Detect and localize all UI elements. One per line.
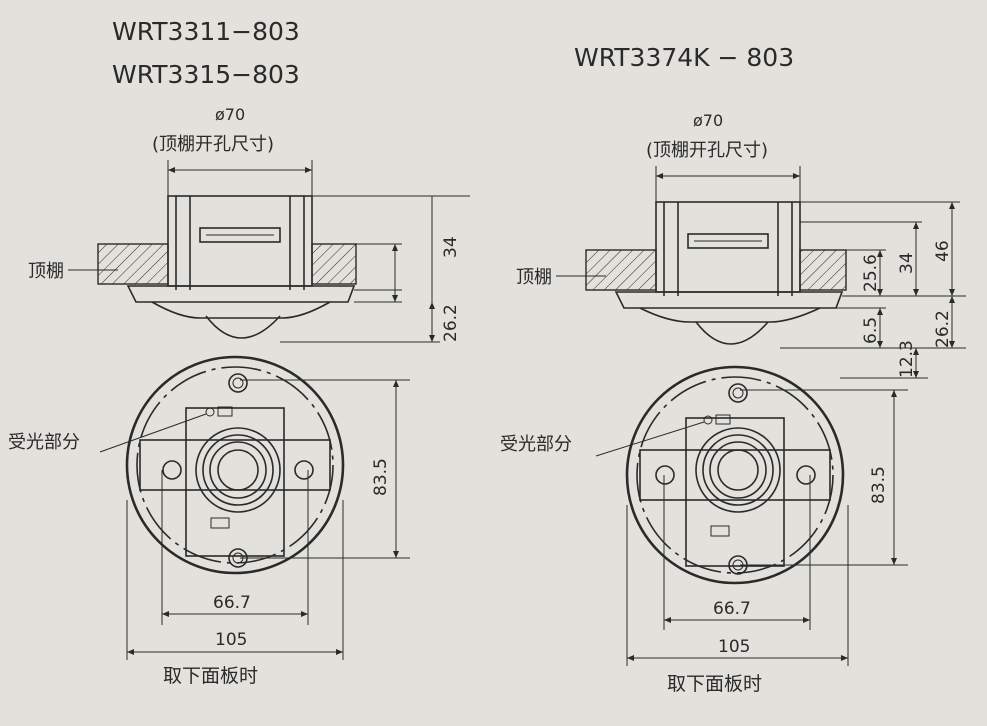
left-dim-outer-width: 105 <box>215 630 247 650</box>
left-dim-inner-width: 66.7 <box>213 593 251 613</box>
left-vertical-dimensions <box>392 196 435 342</box>
right-model-1: WRT3374K − 803 <box>574 43 794 72</box>
right-cutout-diameter: ø70 <box>693 111 723 130</box>
right-ceiling-label: 顶棚 <box>516 267 552 288</box>
left-panel: WRT3311−803 WRT3315−803 ø70 (顶棚开孔尺寸) <box>8 17 470 687</box>
right-panel: WRT3374K − 803 ø70 (顶棚开孔尺寸) <box>500 43 966 695</box>
left-sensor-label: 受光部分 <box>8 432 80 453</box>
right-side-view <box>585 201 966 379</box>
right-dim-height: 83.5 <box>869 466 889 504</box>
right-cutout-note: (顶棚开孔尺寸) <box>646 140 768 161</box>
right-dim-inner-width: 66.7 <box>713 599 751 619</box>
left-cutout-diameter: ø70 <box>215 105 245 124</box>
right-bottom-view <box>625 365 845 585</box>
left-bottom-dimensions <box>126 379 410 660</box>
right-dim-d: 6.5 <box>861 317 881 344</box>
left-cutout-note: (顶棚开孔尺寸) <box>152 134 274 155</box>
right-dim-c: 46 <box>933 240 953 262</box>
left-bottom-view <box>125 355 345 575</box>
right-vertical-dimensions <box>877 202 955 378</box>
left-model-2: WRT3315−803 <box>112 60 300 89</box>
left-panel-removed-note: 取下面板时 <box>163 665 258 687</box>
right-sensor-label: 受光部分 <box>500 434 572 455</box>
left-dim-height: 83.5 <box>371 458 391 496</box>
right-dim-a: 25.6 <box>861 254 881 292</box>
left-model-1: WRT3311−803 <box>112 17 300 46</box>
right-dim-f: 26.2 <box>933 310 953 348</box>
right-dim-e: 12.3 <box>897 340 917 378</box>
right-bottom-dimensions <box>626 389 908 666</box>
right-dim-outer-width: 105 <box>718 637 750 657</box>
left-dim-bottom: 26.2 <box>441 304 461 342</box>
left-dim-top: 34 <box>441 236 461 258</box>
left-side-view <box>97 195 470 343</box>
right-panel-removed-note: 取下面板时 <box>667 673 762 695</box>
left-ceiling-label: 顶棚 <box>28 261 64 282</box>
right-dim-b: 34 <box>897 252 917 274</box>
